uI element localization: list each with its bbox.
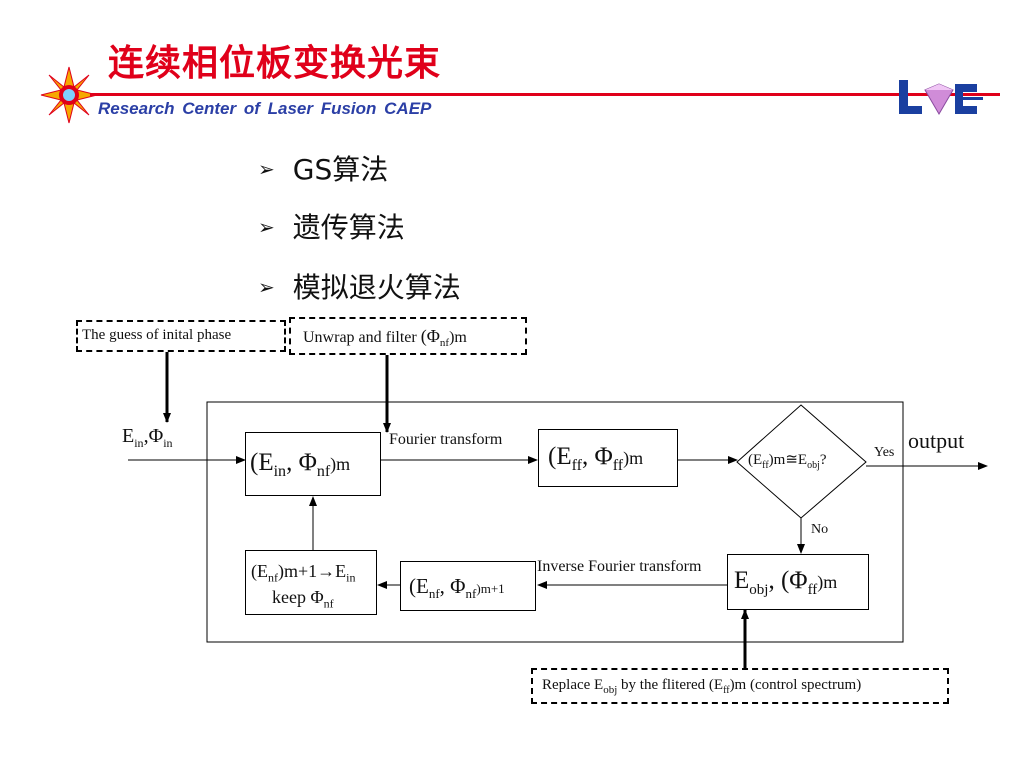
new-near-field-box: (Enf, Φnf)m+1 [400,561,536,611]
yes-label: Yes [874,445,895,460]
far-field-box: (Eff, Φff)m [538,429,678,487]
bullet-text: 模拟退火算法 [292,271,461,304]
inverse-fourier-label: Inverse Fourier transform [537,558,702,575]
decision-condition: (Eff)m≅Eobj? [748,452,827,471]
fourier-transform-label: Fourier transform [389,431,503,448]
output-label: output [908,428,965,453]
header-divider [90,93,1000,96]
bullet-text: 遗传算法 [292,211,405,244]
no-label: No [811,522,829,537]
institution-subtitle: Research Center of Laser Fusion CAEP [98,99,432,118]
object-field-box: Eobj, (Φff)m [727,554,869,610]
bullet-simulated-annealing: ➢ 模拟退火算法 [258,266,461,306]
near-field-box: (Ein, Φnf)m [245,432,381,496]
arrow-bullet-icon: ➢ [258,275,275,299]
unwrap-filter-box: Unwrap and filter (Φnf)m [289,317,527,355]
arrow-bullet-icon: ➢ [258,157,275,181]
bullet-gs-algorithm: ➢ GS算法 [258,148,388,188]
input-field-label: Ein,Φin [122,425,173,450]
bullet-text: GS算法 [292,153,389,186]
sun-logo-icon [40,66,98,124]
keep-phase-box: (Enf)m+1→Ein keep Φnf [245,550,377,615]
lrc-logo [895,76,985,118]
replace-spectrum-box: Replace Eobj by the flitered (Eff)m (con… [531,668,949,704]
arrow-bullet-icon: ➢ [258,215,275,239]
page-title: 连续相位板变换光束 [108,43,442,84]
algorithm-frame [206,401,904,643]
bullet-genetic-algorithm: ➢ 遗传算法 [258,206,405,246]
guess-phase-box: The guess of inital phase [76,320,286,352]
